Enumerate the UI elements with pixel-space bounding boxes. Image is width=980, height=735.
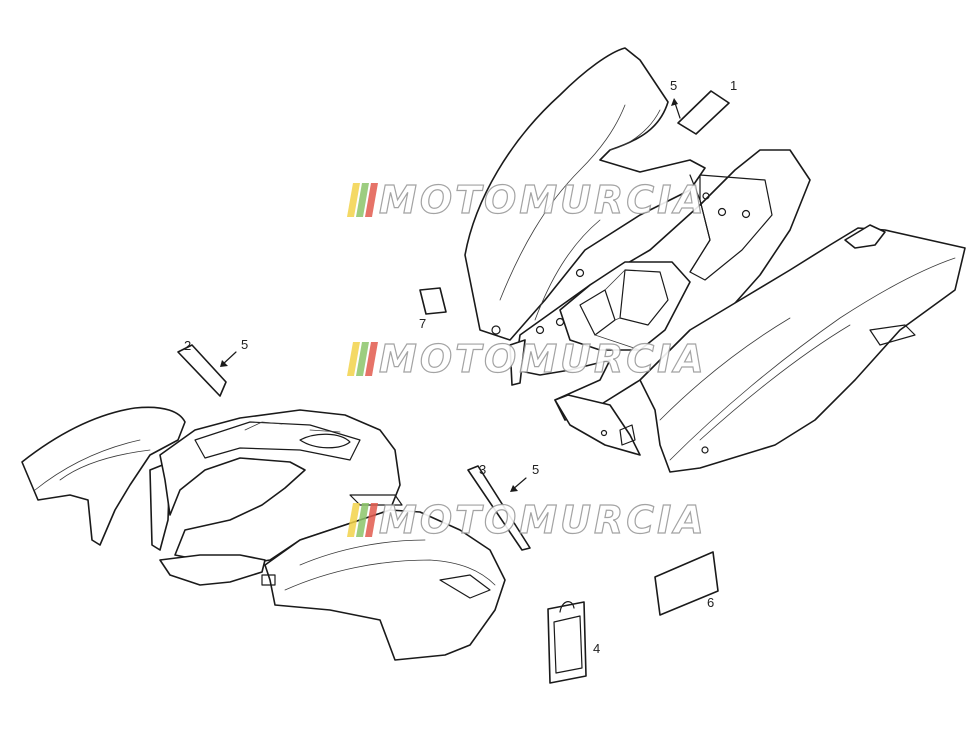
callout-3: 3 <box>479 462 486 477</box>
part-2-decal <box>177 344 237 397</box>
callout-2: 2 <box>184 338 191 353</box>
callout-5-mid: 5 <box>532 462 539 477</box>
callout-5-top: 5 <box>670 78 677 93</box>
part-6-plate <box>654 551 719 616</box>
rear-fender-assembly <box>464 47 966 473</box>
callout-6: 6 <box>707 595 714 610</box>
callout-7: 7 <box>419 316 426 331</box>
part-3-decal <box>467 465 531 551</box>
part-7-decal <box>419 287 447 315</box>
part-1-plate <box>671 90 730 135</box>
front-fender-assembly <box>21 406 506 661</box>
callout-5-left: 5 <box>241 337 248 352</box>
part-4-frame <box>547 601 587 684</box>
callout-4: 4 <box>593 641 600 656</box>
callout-labels: 1 5 7 2 5 3 5 6 4 <box>184 78 737 656</box>
callout-1: 1 <box>730 78 737 93</box>
